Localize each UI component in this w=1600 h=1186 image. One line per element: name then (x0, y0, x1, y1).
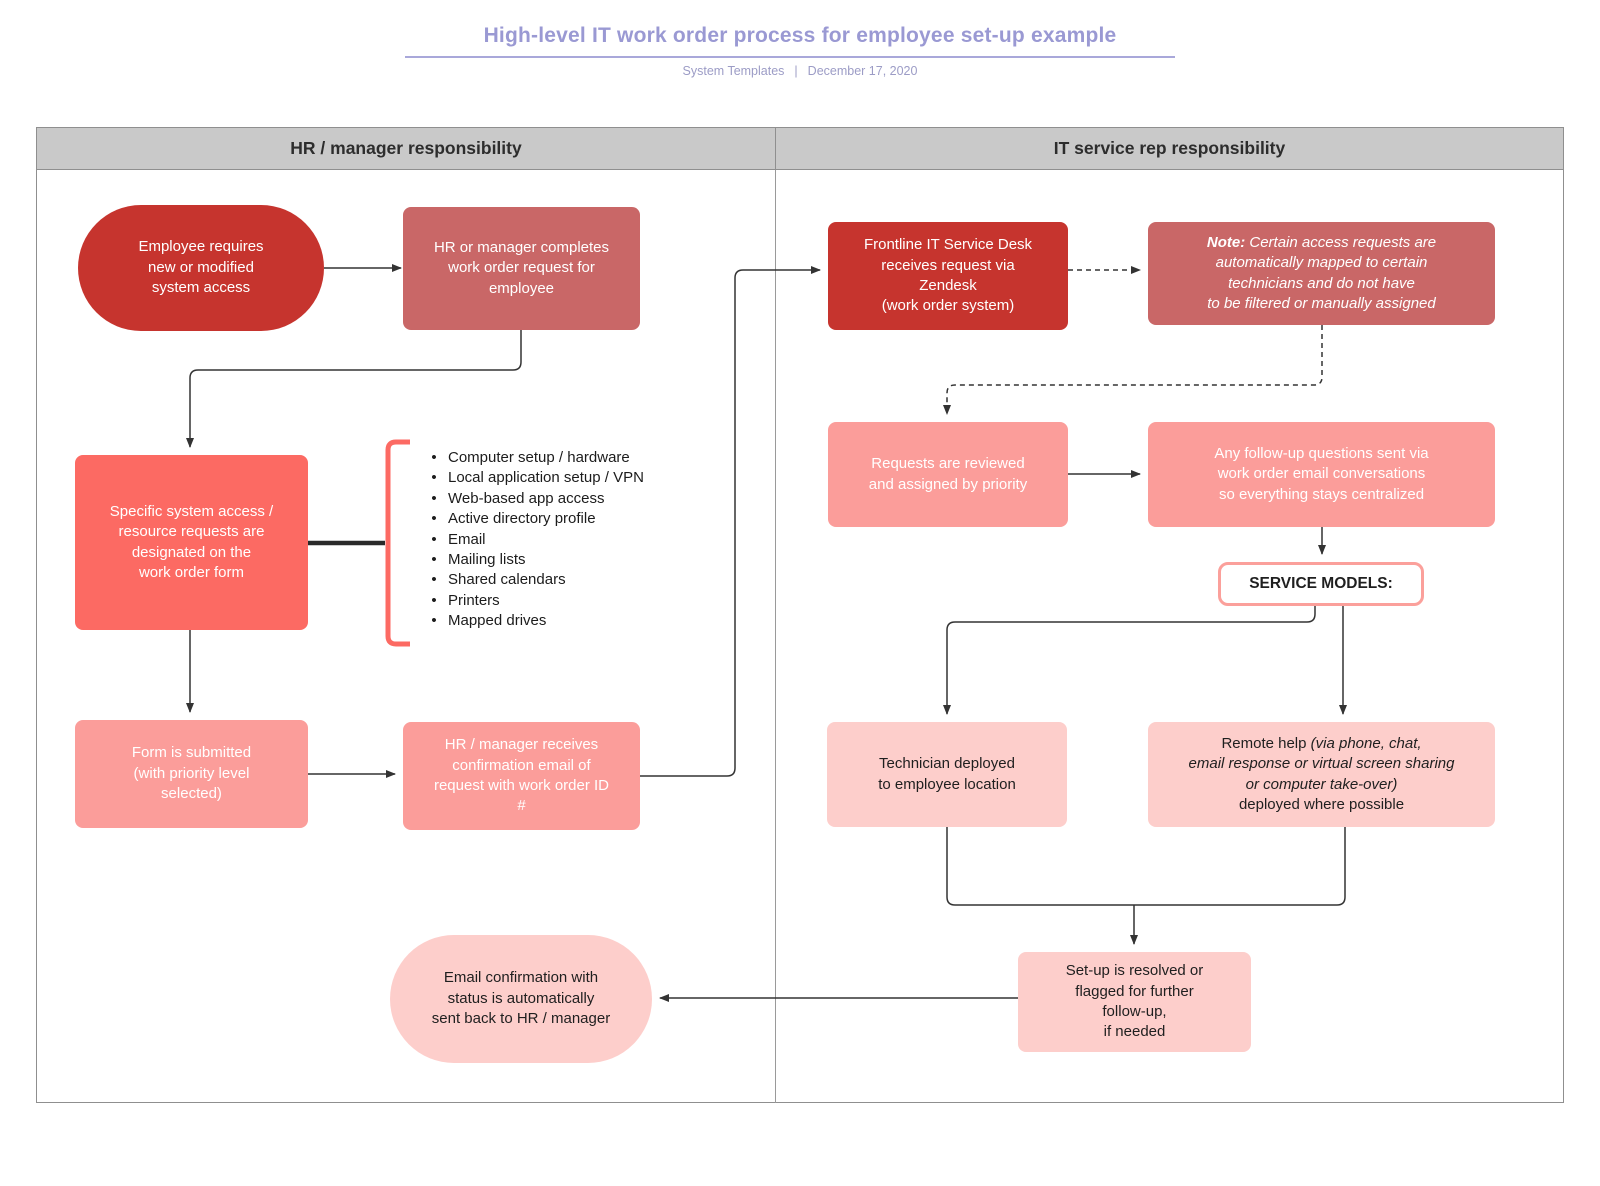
connector-remotehelp-merge (1134, 827, 1346, 906)
node-specific-system-access: Specific system access / resource reques… (75, 455, 308, 630)
node-text: Remote help (via phone, chat, email resp… (1189, 734, 1455, 816)
node-setup-resolved: Set-up is resolved or flagged for furthe… (1018, 952, 1251, 1052)
node-technician-deployed: Technician deployed to employee location (827, 722, 1067, 827)
node-text: HR / manager receives confirmation email… (433, 736, 610, 815)
checklist-item: Printers (420, 591, 700, 611)
node-text: Form is submitted (with priority level s… (131, 744, 252, 803)
checklist-item: Email (420, 530, 700, 550)
connector-hrreceives-to-frontline (640, 266, 821, 777)
node-remote-help: Remote help (via phone, chat, email resp… (1148, 722, 1495, 827)
remote-help-tail: deployed where possible (1238, 795, 1405, 813)
node-employee-requires-access: Employee requires new or modified system… (78, 205, 324, 331)
node-hr-receives-confirmation: HR / manager receives confirmation email… (403, 722, 640, 830)
node-text: Note: Certain access requests are automa… (1207, 233, 1436, 315)
node-text: Frontline IT Service Desk receives reque… (863, 236, 1033, 315)
node-follow-up-questions: Any follow-up questions sent via work or… (1148, 422, 1495, 527)
node-text: Employee requires new or modified system… (138, 238, 264, 297)
subtitle-date: December 17, 2020 (807, 64, 918, 78)
node-hr-completes-work-order: HR or manager completes work order reque… (403, 207, 640, 330)
checklist-item: Mapped drives (420, 611, 700, 631)
access-request-checklist: Computer setup / hardware Local applicat… (420, 448, 700, 632)
node-text: Email confirmation with status is automa… (431, 969, 611, 1028)
node-text: Any follow-up questions sent via work or… (1214, 444, 1429, 503)
connector-hrcompletes-to-specific (186, 330, 522, 448)
node-text: Requests are reviewed and assigned by pr… (868, 455, 1028, 493)
connector-note-to-requests (943, 325, 1323, 415)
connector-technician-merge (946, 827, 1134, 906)
checklist-item: Active directory profile (420, 509, 700, 529)
subtitle-separator: | (794, 64, 798, 78)
node-auto-mapping-note: Note: Certain access requests are automa… (1148, 222, 1495, 325)
node-form-submitted: Form is submitted (with priority level s… (75, 720, 308, 828)
node-text: SERVICE MODELS: (1249, 575, 1393, 593)
title-underline (405, 56, 1175, 58)
node-text: Set-up is resolved or flagged for furthe… (1065, 962, 1204, 1041)
checklist-item: Web-based app access (420, 489, 700, 509)
swimlane-header-band: HR / manager responsibility IT service r… (36, 127, 1564, 170)
node-text: Specific system access / resource reques… (109, 502, 274, 581)
connector-servicemodels-to-technician (943, 606, 1316, 715)
diagram-subtitle: System Templates | December 17, 2020 (0, 64, 1600, 78)
node-text: Technician deployed to employee location (878, 755, 1016, 793)
remote-help-channels: (via phone, chat, email response or virt… (1188, 734, 1455, 793)
checklist-item: Shared calendars (420, 570, 700, 590)
checklist-item: Computer setup / hardware (420, 448, 700, 468)
node-frontline-it-service-desk: Frontline IT Service Desk receives reque… (828, 222, 1068, 330)
note-prefix: Note: (1206, 233, 1246, 251)
note-body: Certain access requests are automaticall… (1207, 233, 1437, 312)
remote-help-lead: Remote help (1221, 734, 1311, 752)
subtitle-brand: System Templates (682, 64, 785, 78)
node-requests-reviewed: Requests are reviewed and assigned by pr… (828, 422, 1068, 527)
checklist-item: Local application setup / VPN (420, 468, 700, 488)
node-service-models-label: SERVICE MODELS: (1218, 562, 1424, 606)
lane-divider (775, 170, 776, 1103)
lane-title-it-service: IT service rep responsibility (1053, 138, 1286, 158)
node-email-confirmation-status: Email confirmation with status is automa… (390, 935, 652, 1063)
checklist-bracket (385, 439, 410, 647)
diagram-title: High-level IT work order process for emp… (483, 24, 1117, 47)
node-text: HR or manager completes work order reque… (433, 238, 610, 297)
lane-title-hr-manager: HR / manager responsibility (37, 128, 776, 169)
checklist-item: Mailing lists (420, 550, 700, 570)
